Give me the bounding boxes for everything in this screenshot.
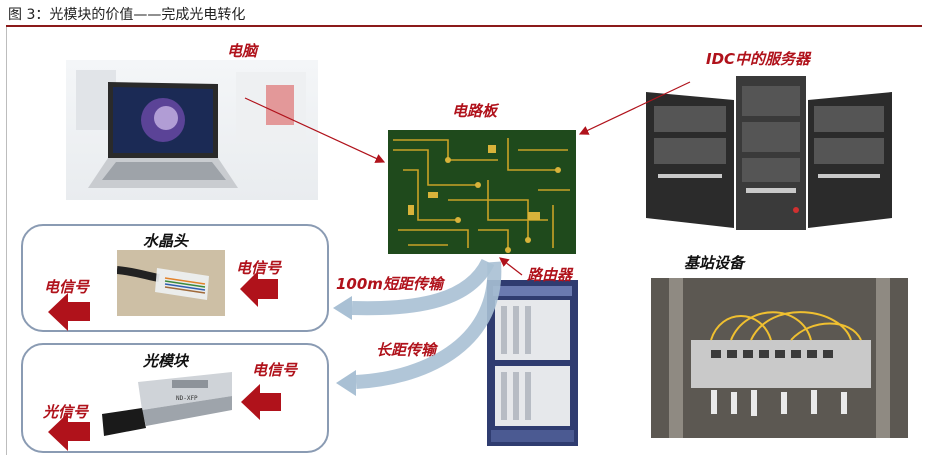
circuit-board-photo <box>388 130 576 254</box>
laptop-to-board-line <box>244 97 386 163</box>
label-router: 路由器 <box>527 266 573 284</box>
rj45-photo <box>117 250 225 316</box>
left-divider <box>6 27 7 455</box>
router-photo <box>485 278 580 448</box>
label-computer: 电脑 <box>227 42 258 60</box>
label-optical-module: 光模块 <box>143 352 189 370</box>
label-base-station: 基站设备 <box>684 254 745 272</box>
short-transmission-curve <box>351 258 495 316</box>
optical-out-arrow <box>48 413 90 451</box>
long-transmission-curve <box>355 261 502 389</box>
label-optical-electric-in: 电信号 <box>252 361 298 379</box>
label-rj45: 水晶头 <box>143 232 189 250</box>
label-circuit-board: 电路板 <box>452 102 498 120</box>
label-long-transmission: 长距传输 <box>376 341 437 359</box>
label-optical-signal-out: 光信号 <box>43 403 89 421</box>
rj45-in-arrow <box>240 271 278 307</box>
base-station-photo <box>651 278 908 438</box>
optical-module-photo: ND-XFP <box>98 370 236 446</box>
short-transmission-head <box>333 296 352 320</box>
svg-text:ND-XFP: ND-XFP <box>176 395 198 402</box>
label-rj45-electric-in: 电信号 <box>236 259 282 277</box>
long-transmission-head <box>336 370 356 396</box>
laptop-photo <box>66 60 318 200</box>
label-idc-servers: IDC中的服务器 <box>706 50 811 68</box>
rj45-out-arrow <box>48 293 90 331</box>
label-rj45-electric-out: 电信号 <box>44 278 90 296</box>
optical-in-arrow <box>241 384 281 420</box>
label-short-transmission: 100m短距传输 <box>336 275 443 293</box>
router-to-board-line <box>499 257 523 276</box>
servers-to-board-line <box>578 81 691 135</box>
title-divider <box>6 25 922 27</box>
figure-title: 图 3：光模块的价值——完成光电转化 <box>8 7 246 23</box>
servers-photo <box>638 66 900 234</box>
